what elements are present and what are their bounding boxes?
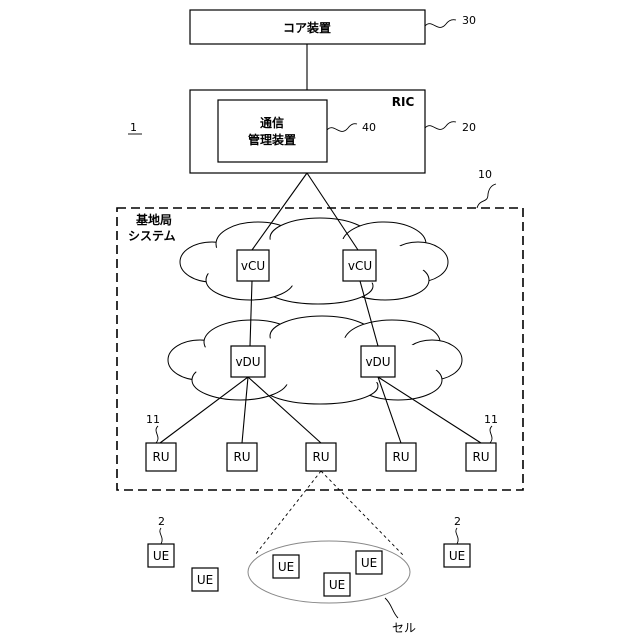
ue-6-label: UE [449, 549, 465, 563]
ue-4-label: UE [361, 556, 377, 570]
core-ref-leader [425, 20, 456, 28]
vdu-right-label: vDU [365, 355, 390, 369]
core-ref: 30 [462, 14, 476, 27]
ru-2-label: RU [233, 450, 250, 464]
ru-1-label: RU [152, 450, 169, 464]
ru-ref-right-leader [490, 426, 492, 443]
cell-label-leader [385, 598, 398, 618]
base-station-ref: 10 [478, 168, 492, 181]
vcu-cloud [180, 218, 448, 304]
comm-mgmt-line1: 通信 [260, 115, 284, 130]
vcu-right-label: vCU [348, 259, 372, 273]
vdu-cloud [168, 316, 462, 404]
cell-label: セル [392, 621, 416, 635]
comm-mgmt-ref: 40 [362, 121, 376, 134]
ru-ref-left: 11 [146, 413, 160, 426]
ue-1-label: UE [153, 549, 169, 563]
ric-ref: 20 [462, 121, 476, 134]
base-station-line1: 基地局 [135, 212, 172, 227]
ue-2-label: UE [197, 573, 213, 587]
ue-ref-left-leader [160, 528, 162, 544]
core-device-label: コア装置 [283, 20, 331, 35]
base-station-line2: システム [128, 229, 176, 243]
vdu-left-label: vDU [235, 355, 260, 369]
base-station-ref-leader [477, 184, 496, 208]
cell-coverage-right [321, 471, 403, 555]
comm-mgmt-box [218, 100, 327, 162]
ue-5-label: UE [329, 578, 345, 592]
comm-mgmt-line2: 管理装置 [248, 132, 296, 147]
ru-5-label: RU [472, 450, 489, 464]
ue-ref-left: 2 [158, 515, 165, 528]
ric-label: RIC [392, 95, 415, 109]
ue-ref-right-leader [456, 528, 458, 544]
vcu-left-label: vCU [241, 259, 265, 273]
ru-ref-left-leader [156, 426, 158, 443]
system-ref: 1 [130, 121, 137, 134]
ric-ref-leader [425, 122, 456, 130]
cell-coverage-left [255, 471, 321, 555]
ru-4-label: RU [392, 450, 409, 464]
ru-3-label: RU [312, 450, 329, 464]
ru-ref-right: 11 [484, 413, 498, 426]
ue-ref-right: 2 [454, 515, 461, 528]
ue-3-label: UE [278, 560, 294, 574]
